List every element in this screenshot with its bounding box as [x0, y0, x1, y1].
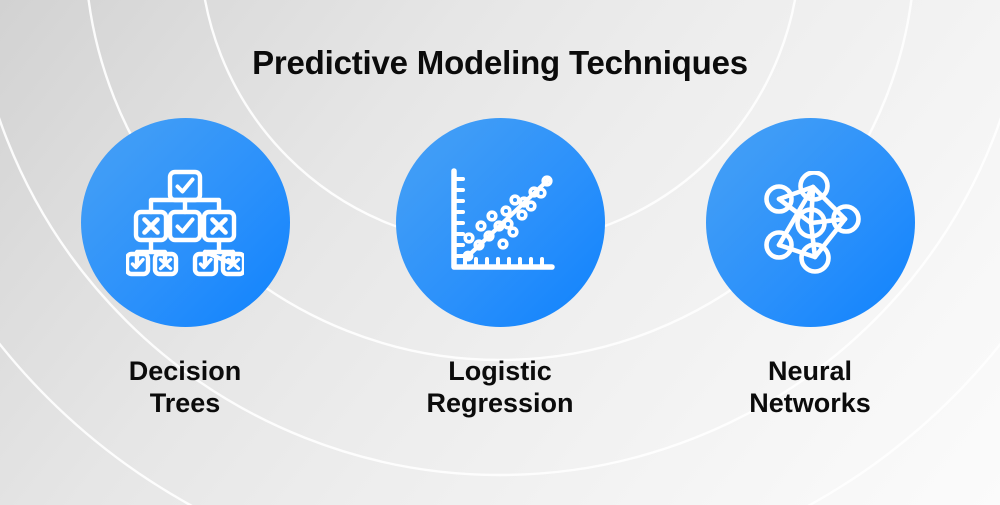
technique-item-logistic-regression[interactable]: Logistic Regression — [355, 118, 645, 419]
technique-label-line1: Neural — [767, 356, 853, 386]
technique-label: Neural Networks — [665, 355, 955, 419]
icon-bubble — [395, 118, 605, 327]
technique-label-line1: Logistic — [448, 356, 552, 386]
technique-label: Logistic Regression — [355, 355, 645, 419]
technique-item-decision-trees[interactable]: Decision Trees — [40, 118, 330, 419]
icon-bubble — [80, 118, 290, 327]
scatter-regression-icon — [451, 167, 555, 270]
neural-network-icon — [764, 170, 861, 274]
page-title: Predictive Modeling Techniques — [252, 44, 748, 81]
technique-label-line2: Regression — [426, 388, 574, 419]
technique-label-line1: Decision — [128, 356, 242, 386]
icon-bubble — [705, 118, 915, 327]
technique-label-line2: Trees — [149, 388, 221, 419]
technique-label-line2: Networks — [749, 388, 871, 419]
technique-item-neural-networks[interactable]: Neural Networks — [665, 118, 955, 419]
technique-label: Decision Trees — [40, 355, 330, 419]
decision-tree-icon — [126, 169, 244, 276]
